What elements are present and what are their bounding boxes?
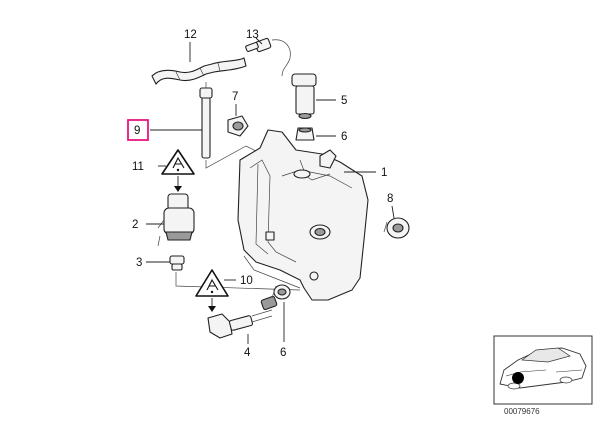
callout-5[interactable]: 5 <box>341 95 347 107</box>
part-9-tube[interactable] <box>199 82 213 159</box>
callout-4[interactable]: 4 <box>244 347 251 359</box>
callout-7[interactable]: 7 <box>232 91 238 103</box>
callout-2[interactable]: 2 <box>132 219 138 231</box>
callout-9[interactable]: 9 <box>134 125 140 137</box>
location-marker <box>512 372 524 384</box>
callout-3[interactable]: 3 <box>136 257 142 269</box>
leader-8 <box>391 205 395 219</box>
part-11-warning-label[interactable] <box>161 149 195 175</box>
part-3-seal[interactable] <box>169 255 185 271</box>
part-5-level-sensor[interactable] <box>291 73 317 120</box>
part-6-top-cap[interactable] <box>295 127 315 141</box>
leader-13 <box>255 37 263 45</box>
part-1-reservoir[interactable] <box>237 129 369 301</box>
part-12-hose[interactable] <box>151 57 247 85</box>
callout-13[interactable]: 13 <box>246 29 259 41</box>
callout-8[interactable]: 8 <box>387 193 393 205</box>
arrow-11-head <box>174 186 182 192</box>
callout-6a[interactable]: 6 <box>341 131 347 143</box>
part-13-connector[interactable] <box>245 37 291 77</box>
part-6-bottom-grommet[interactable] <box>271 284 291 300</box>
callout-12[interactable]: 12 <box>184 29 197 41</box>
callout-11[interactable]: 11 <box>132 161 144 173</box>
part-2-washer-pump[interactable] <box>157 193 195 247</box>
callout-10[interactable]: 10 <box>240 275 253 287</box>
reference-number: 00079676 <box>504 407 540 416</box>
callout-1[interactable]: 1 <box>381 167 387 179</box>
arrow-10-head <box>208 306 216 312</box>
seal-guide-line <box>175 272 301 291</box>
callout-6b[interactable]: 6 <box>280 347 286 359</box>
tube-guide-line <box>205 145 259 169</box>
part-10-warning-label[interactable] <box>195 269 229 297</box>
part-4-sensor-plug[interactable] <box>207 295 278 339</box>
part-7-grommet[interactable] <box>227 115 249 137</box>
part-8-grommet[interactable] <box>383 217 410 239</box>
vehicle-locator-thumbnail[interactable] <box>493 335 593 405</box>
callout-9-highlight <box>127 119 149 141</box>
